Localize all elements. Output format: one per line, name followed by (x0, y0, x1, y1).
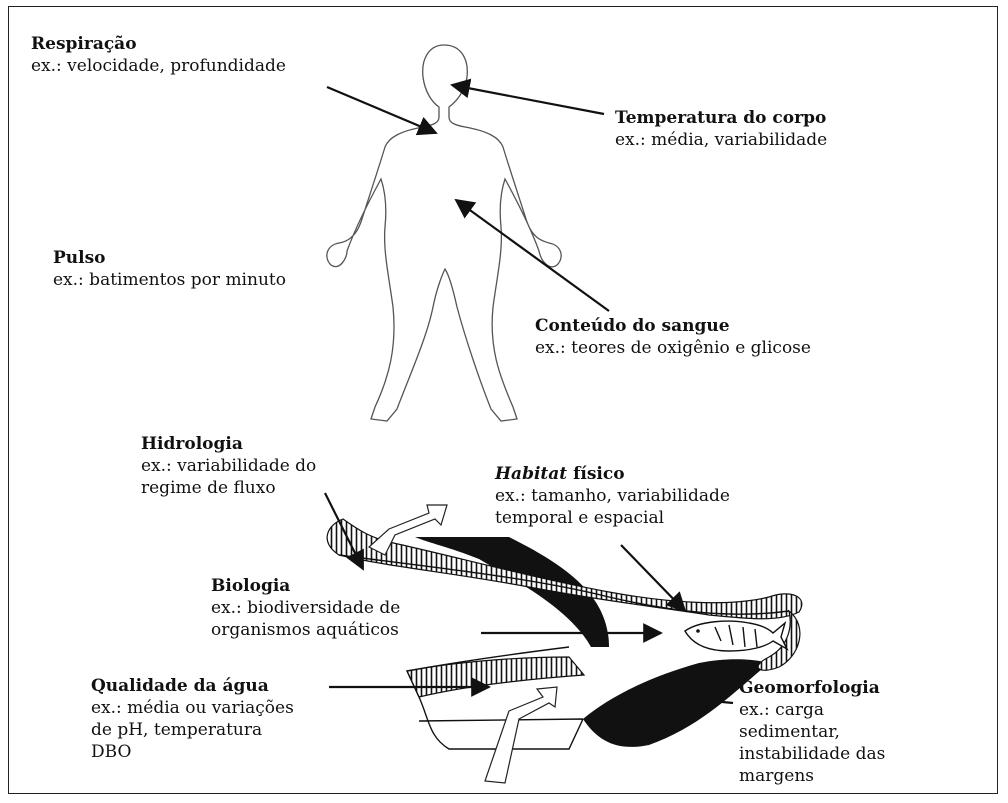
label-qualidade-title: Qualidade da água (91, 675, 294, 697)
label-pulso: Pulso ex.: batimentos por minuto (53, 247, 286, 291)
label-habitat: Habitat físico ex.: tamanho, variabilida… (495, 463, 730, 529)
label-habitat-title: Habitat físico (495, 463, 730, 485)
label-geomorfologia-title: Geomorfologia (739, 677, 885, 699)
label-temperatura: Temperatura do corpo ex.: média, variabi… (615, 107, 827, 151)
label-hidrologia-desc-2: regime de fluxo (141, 477, 316, 499)
label-respiracao: Respiração ex.: velocidade, profundidade (31, 33, 286, 77)
label-biologia-desc-2: organismos aquáticos (211, 619, 400, 641)
label-habitat-title-rest: físico (567, 464, 624, 484)
label-temperatura-desc: ex.: média, variabilidade (615, 129, 827, 151)
river-hatched-bank-lower (407, 657, 584, 697)
flow-arrow-lower (485, 687, 557, 783)
label-temperatura-title: Temperatura do corpo (615, 107, 827, 129)
figure-frame: Respiração ex.: velocidade, profundidade… (8, 6, 998, 794)
arrow-sangue (456, 200, 609, 311)
label-qualidade: Qualidade da água ex.: média ou variaçõe… (91, 675, 294, 763)
arrow-respiracao (327, 87, 436, 133)
label-geomorfologia-desc-4: margens (739, 765, 885, 787)
label-qualidade-desc-2: de pH, temperatura (91, 719, 294, 741)
label-biologia-desc-1: ex.: biodiversidade de (211, 597, 400, 619)
label-qualidade-desc-3: DBO (91, 741, 294, 763)
label-sangue-desc: ex.: teores de oxigênio e glicose (535, 337, 811, 359)
label-respiracao-desc: ex.: velocidade, profundidade (31, 55, 286, 77)
label-geomorfologia-desc-2: sedimentar, (739, 721, 885, 743)
label-biologia: Biologia ex.: biodiversidade de organism… (211, 575, 400, 641)
label-hidrologia-desc-1: ex.: variabilidade do (141, 455, 316, 477)
fish-icon (685, 621, 787, 651)
label-habitat-title-italic: Habitat (495, 464, 567, 484)
label-sangue: Conteúdo do sangue ex.: teores de oxigên… (535, 315, 811, 359)
label-habitat-desc-2: temporal e espacial (495, 507, 730, 529)
label-hidrologia-title: Hidrologia (141, 433, 316, 455)
label-hidrologia: Hidrologia ex.: variabilidade do regime … (141, 433, 316, 499)
label-geomorfologia-desc-3: instabilidade das (739, 743, 885, 765)
label-geomorfologia: Geomorfologia ex.: carga sedimentar, ins… (739, 677, 885, 787)
label-biologia-title: Biologia (211, 575, 400, 597)
arrow-temperatura (452, 85, 604, 114)
label-geomorfologia-desc-1: ex.: carga (739, 699, 885, 721)
label-qualidade-desc-1: ex.: média ou variações (91, 697, 294, 719)
label-habitat-desc-1: ex.: tamanho, variabilidade (495, 485, 730, 507)
label-pulso-desc: ex.: batimentos por minuto (53, 269, 286, 291)
label-pulso-title: Pulso (53, 247, 286, 269)
label-sangue-title: Conteúdo do sangue (535, 315, 811, 337)
label-respiracao-title: Respiração (31, 33, 286, 55)
